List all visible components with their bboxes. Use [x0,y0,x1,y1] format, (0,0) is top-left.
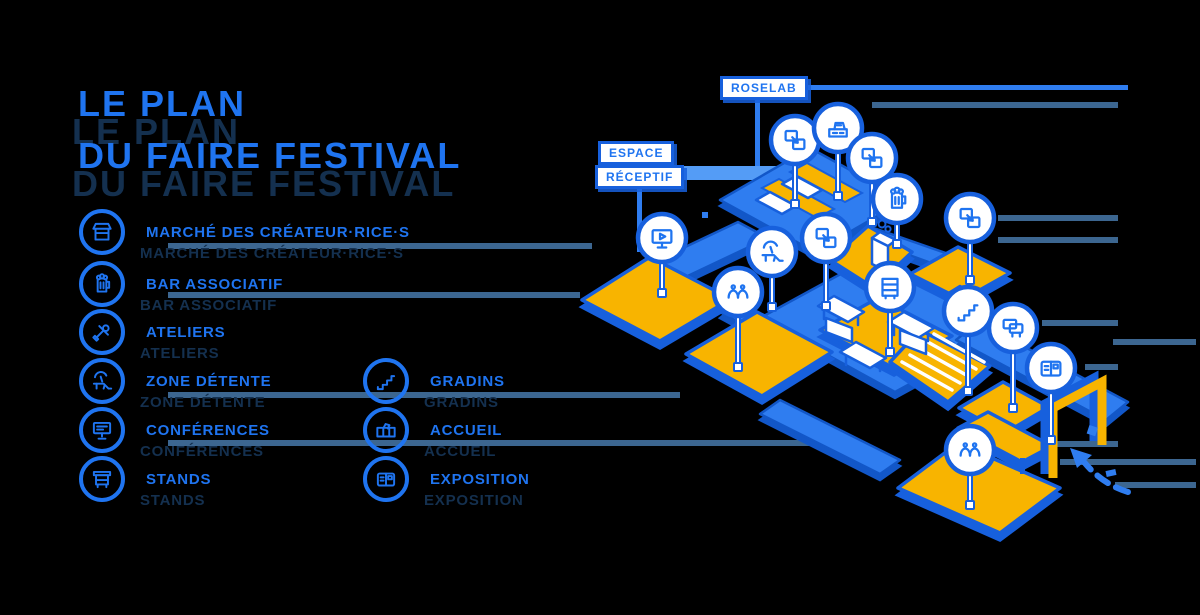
map-marker-swap [799,211,853,311]
map-marker-register [811,101,865,201]
map-marker-stairs [941,284,995,396]
marker-foot [821,301,831,311]
legend-item-conference: CONFÉRENCES [79,407,270,453]
expo-icon [363,456,409,502]
booth-icon [79,456,125,502]
map-marker-audience [711,265,765,372]
marker-foot [733,362,743,372]
stall-icon [79,209,125,255]
legend-label: EXPOSITION [430,470,530,488]
map-marker-screen [635,211,689,298]
desk-icon [363,407,409,453]
map-marker-kiosk [863,260,917,357]
legend-item-desk: ACCUEIL [363,407,502,453]
stairs-icon [363,358,409,404]
sign-panels [824,316,928,356]
marker-foot [965,500,975,510]
map-marker-expo [1024,341,1078,445]
marker-foot [1046,435,1056,445]
legend-label: GRADINS [430,372,505,390]
espace-receptif-label-line2: RÉCEPTIF [595,165,685,189]
page-title: LE PLAN DU FAIRE FESTIVAL [78,78,461,182]
map-marker-swap [943,191,997,285]
marker-foot [1008,403,1018,413]
legend-item-chair: ZONE DÉTENTE [79,358,271,404]
legend-label: MARCHÉ DES CRÉATEUR·RICE·S [146,223,410,241]
legend-label: ZONE DÉTENTE [146,372,272,390]
legend-label: ATELIERS [146,323,226,341]
marker-foot [892,239,902,249]
map-marker-audience [943,423,997,510]
roselab-label: ROSELAB [720,76,808,100]
legend-item-booth: STANDS [79,456,211,502]
marker-foot [767,302,777,312]
title-line-1: LE PLAN [78,83,247,124]
chair-icon [79,358,125,404]
title-line-2: DU FAIRE FESTIVAL [78,135,462,176]
map-marker-panels [986,301,1040,413]
map-marker-chair [745,225,799,312]
site-map [578,146,1131,543]
legend-item-stall: MARCHÉ DES CRÉATEUR·RICE·S [79,209,410,255]
marker-foot [833,191,843,201]
legend-item-tools: ATELIERS [79,309,225,355]
legend-item-beer: BAR ASSOCIATIF [79,261,283,307]
marker-foot [963,386,973,396]
tools-icon [79,309,125,355]
map-marker-swap [768,113,822,209]
marker-foot [790,199,800,209]
map-marker-beer [870,172,924,249]
map-markers [635,101,1078,510]
beer-icon [79,261,125,307]
legend-item-stairs: GRADINS [363,358,505,404]
espace-receptif-label-line1: ESPACE [598,141,675,165]
conference-icon [79,407,125,453]
marker-foot [657,288,667,298]
legend-item-expo: EXPOSITION [363,456,530,502]
legend-label: STANDS [146,470,212,488]
legend-label: CONFÉRENCES [146,421,270,439]
entrance-arrow-icon [1070,448,1131,495]
map-marker-swap [845,131,899,227]
legend-label: ACCUEIL [430,421,503,439]
marker-foot [867,217,877,227]
marker-foot [885,347,895,357]
legend-label: BAR ASSOCIATIF [146,275,284,293]
marker-foot [965,275,975,285]
